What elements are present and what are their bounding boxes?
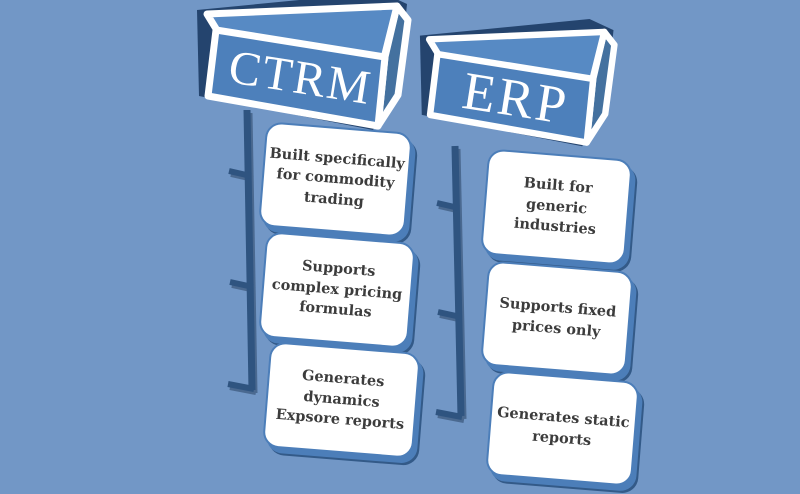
erp-item-3: Generates static reports bbox=[485, 370, 640, 487]
ctrm-item-3: Generates dynamics Expsore reports bbox=[261, 341, 422, 459]
ctrm-tick-2 bbox=[229, 279, 254, 290]
erp-tick-3 bbox=[435, 409, 463, 420]
erp-item-2: Supports fixed prices only bbox=[480, 260, 634, 377]
ctrm-header-box: CTRM bbox=[196, 0, 426, 144]
erp-connector bbox=[435, 145, 465, 420]
ctrm-box-front-face bbox=[204, 26, 389, 130]
ctrm-connector bbox=[227, 109, 256, 392]
erp-item-2-text: Supports fixed prices only bbox=[498, 294, 617, 340]
ctrm-connector-trunk bbox=[243, 109, 256, 391]
erp-item-3-text: Generates static reports bbox=[496, 403, 631, 449]
ctrm-item-2-text: Supports complex pricing formulas bbox=[271, 257, 403, 322]
erp-connector-trunk bbox=[451, 145, 465, 417]
erp-item-1-text: Built for generic industries bbox=[513, 174, 597, 239]
erp-tick-2 bbox=[437, 309, 462, 320]
erp-header-box: ERP bbox=[419, 19, 631, 160]
erp-item-1: Built for generic industries bbox=[479, 148, 634, 266]
ctrm-tick-1 bbox=[228, 168, 252, 179]
ctrm-item-1-text: Built specifically for commodity trading bbox=[268, 144, 406, 211]
ctrm-tick-3 bbox=[227, 381, 255, 392]
ctrm-item-3-text: Generates dynamics Expsore reports bbox=[275, 366, 405, 434]
erp-box-front-face bbox=[426, 50, 597, 146]
erp-tick-1 bbox=[436, 200, 460, 211]
ctrm-item-2: Supports complex pricing formulas bbox=[257, 231, 417, 349]
